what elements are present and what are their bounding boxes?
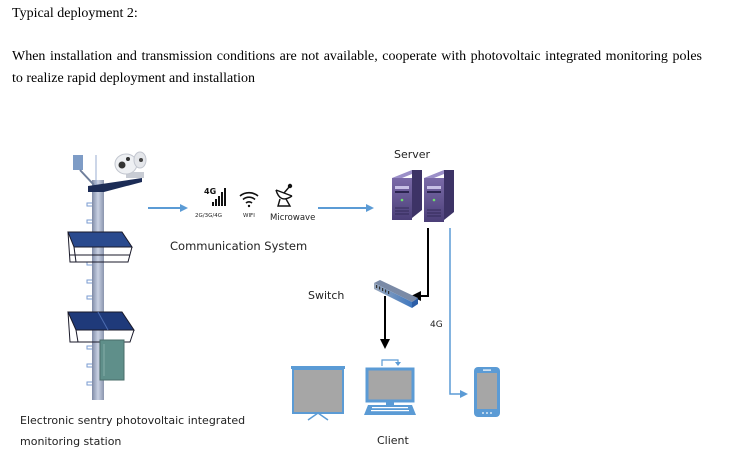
mobile-phone-icon [474, 367, 500, 417]
description-paragraph: When installation and transmission condi… [12, 49, 702, 86]
cellular-signal-icon [212, 188, 226, 206]
upper-solar-panel [67, 231, 133, 263]
server-icon [392, 170, 454, 222]
wifi-caption: WIFI [243, 213, 255, 219]
cellular-badge: 4G [204, 187, 216, 196]
wifi-icon [239, 191, 259, 208]
desktop-computer-icon [364, 359, 416, 415]
link-4g-label: 4G [430, 320, 443, 330]
projector-screen-icon [291, 366, 345, 421]
station-label-line1: Electronic sentry photovoltaic integrate… [20, 414, 245, 427]
ptz-camera [114, 151, 147, 178]
switch-label: Switch [308, 289, 344, 302]
server-label: Server [394, 148, 431, 161]
network-switch-icon [374, 280, 418, 308]
cellular-caption: 2G/3G/4G [195, 213, 222, 219]
satellite-dish-icon [275, 183, 293, 207]
antenna-panel [73, 155, 83, 170]
link-server-to-mobile [449, 228, 468, 398]
communication-system-label: Communication System [170, 239, 307, 253]
section-heading: Typical deployment 2: [12, 6, 138, 21]
client-label: Client [377, 434, 410, 447]
pole-steps [86, 202, 92, 386]
monitoring-pole-illustration [67, 151, 147, 400]
cross-arm [88, 178, 142, 192]
microwave-caption: Microwave [270, 213, 315, 223]
arrow-server-to-switch [411, 228, 429, 301]
station-label-line2: monitoring station [20, 435, 121, 448]
